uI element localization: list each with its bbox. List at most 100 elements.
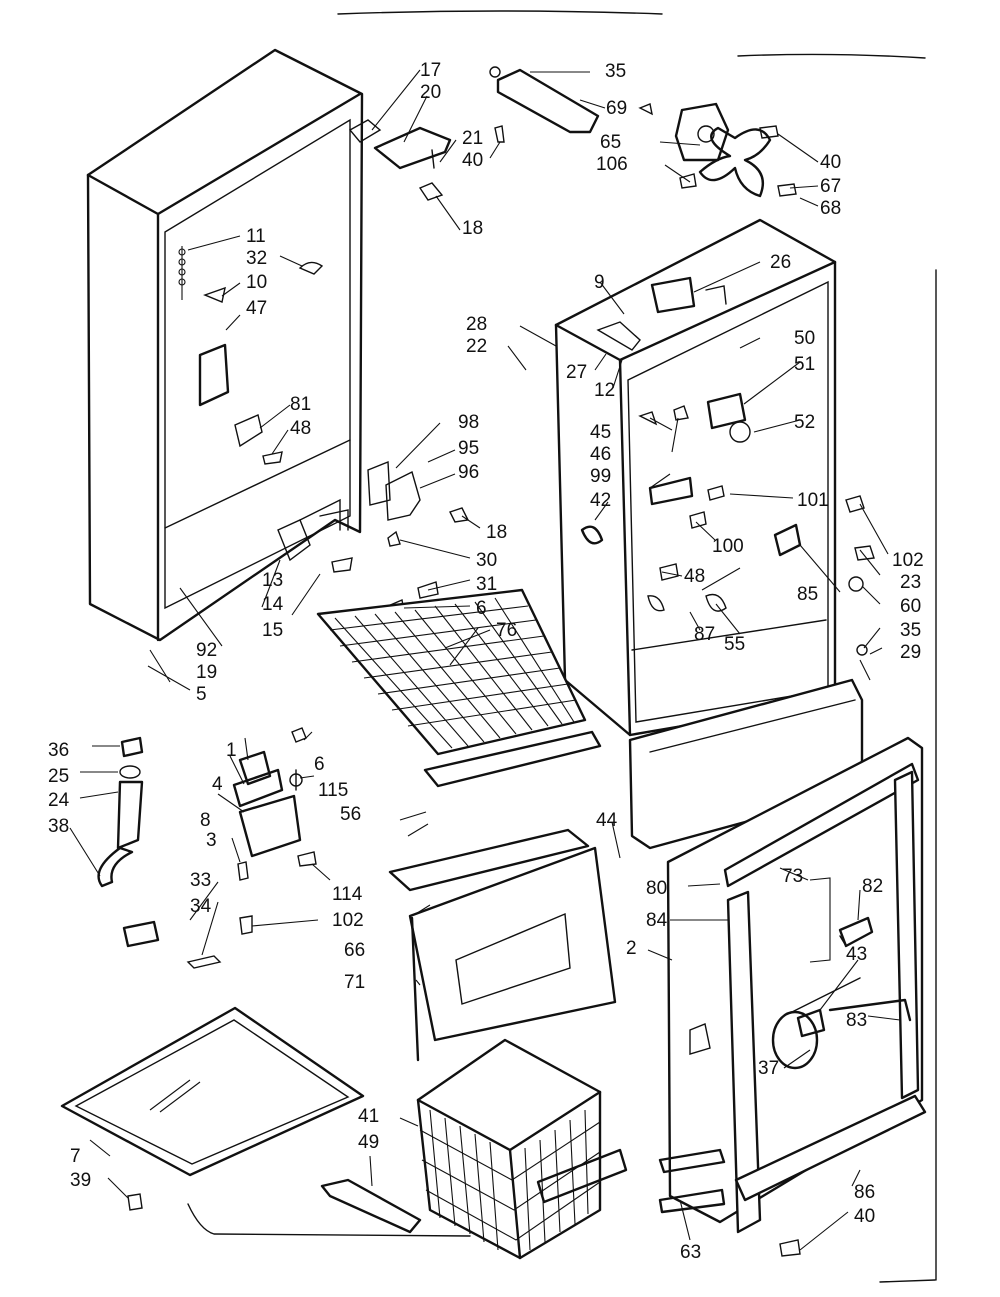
label-63: 63 <box>680 1242 701 1263</box>
label-44: 44 <box>596 810 618 831</box>
label-34: 34 <box>190 896 212 917</box>
label-40b: 40 <box>820 152 841 173</box>
label-115: 115 <box>318 780 348 801</box>
left-cabinet <box>86 48 364 642</box>
label-14: 14 <box>262 594 284 615</box>
label-80: 80 <box>646 878 667 899</box>
label-114: 114 <box>332 884 363 905</box>
label-102b: 102 <box>332 910 364 931</box>
label-37: 37 <box>758 1058 779 1079</box>
label-8: 8 <box>200 810 211 831</box>
label-85: 85 <box>797 584 818 605</box>
label-40a: 40 <box>462 150 483 171</box>
label-73: 73 <box>782 866 803 887</box>
label-50: 50 <box>794 328 815 349</box>
label-87: 87 <box>694 624 715 645</box>
label-17: 17 <box>420 60 441 81</box>
label-101: 101 <box>797 490 829 511</box>
label-26: 26 <box>770 252 791 273</box>
leader-lines <box>69 69 901 1251</box>
label-18a: 18 <box>462 218 483 239</box>
label-36: 36 <box>48 740 69 761</box>
label-65: 65 <box>600 132 621 153</box>
label-12: 12 <box>594 380 615 401</box>
label-43: 43 <box>846 944 867 965</box>
label-99: 99 <box>590 466 611 487</box>
label-35b: 35 <box>900 620 921 641</box>
label-7: 7 <box>70 1146 81 1167</box>
label-18b: 18 <box>486 522 507 543</box>
label-20: 20 <box>420 82 441 103</box>
left-small-parts <box>122 727 317 969</box>
label-66: 66 <box>344 940 365 961</box>
label-68: 68 <box>820 198 841 219</box>
freezer-door <box>658 736 927 1257</box>
label-92: 92 <box>196 640 217 661</box>
label-28: 28 <box>466 314 487 335</box>
label-55: 55 <box>724 634 745 655</box>
label-82: 82 <box>862 876 883 897</box>
label-9: 9 <box>594 272 605 293</box>
label-1: 1 <box>226 740 237 761</box>
label-48a: 48 <box>290 418 311 439</box>
label-52: 52 <box>794 412 815 433</box>
label-21: 21 <box>462 128 483 149</box>
label-33: 33 <box>190 870 211 891</box>
label-30: 30 <box>476 550 497 571</box>
label-15: 15 <box>262 620 283 641</box>
label-102a: 102 <box>892 550 924 571</box>
label-2: 2 <box>626 938 637 959</box>
label-40c: 40 <box>854 1206 875 1227</box>
label-31: 31 <box>476 574 497 595</box>
label-39: 39 <box>70 1170 91 1191</box>
right-small-parts <box>845 495 875 656</box>
label-96: 96 <box>458 462 479 483</box>
label-106: 106 <box>596 154 628 175</box>
label-56: 56 <box>340 804 361 825</box>
label-6a: 6 <box>476 598 487 619</box>
label-10: 10 <box>246 272 267 293</box>
label-22: 22 <box>466 336 487 357</box>
label-100: 100 <box>712 536 744 557</box>
label-5: 5 <box>196 684 207 705</box>
label-51: 51 <box>794 354 815 375</box>
label-42: 42 <box>590 490 611 511</box>
label-25: 25 <box>48 766 69 787</box>
label-86: 86 <box>854 1182 875 1203</box>
label-83: 83 <box>846 1010 867 1031</box>
basket <box>320 1038 628 1260</box>
wire-shelf <box>316 588 602 788</box>
label-84: 84 <box>646 910 668 931</box>
label-47: 47 <box>246 298 267 319</box>
label-4: 4 <box>212 774 223 795</box>
label-41: 41 <box>358 1106 379 1127</box>
label-32: 32 <box>246 248 267 269</box>
label-95: 95 <box>458 438 479 459</box>
label-13: 13 <box>262 570 283 591</box>
label-35a: 35 <box>605 61 626 82</box>
label-49: 49 <box>358 1132 379 1153</box>
label-71: 71 <box>344 972 365 993</box>
label-27: 27 <box>566 362 587 383</box>
top-hinge-parts <box>331 119 505 615</box>
label-23: 23 <box>900 572 921 593</box>
door-panel <box>388 828 617 1062</box>
drain-pan <box>60 1006 365 1211</box>
label-76: 76 <box>496 620 517 641</box>
label-60: 60 <box>900 596 921 617</box>
label-19: 19 <box>196 662 217 683</box>
label-3: 3 <box>206 830 217 851</box>
label-48b: 48 <box>684 566 705 587</box>
label-38: 38 <box>48 816 69 837</box>
label-45: 45 <box>590 422 611 443</box>
label-69: 69 <box>606 98 627 119</box>
label-81: 81 <box>290 394 311 415</box>
label-46: 46 <box>590 444 611 465</box>
scan-edges <box>187 10 937 1283</box>
label-6b: 6 <box>314 754 325 775</box>
label-29: 29 <box>900 642 921 663</box>
label-11: 11 <box>246 226 266 247</box>
drain-parts <box>97 736 144 888</box>
label-67: 67 <box>820 176 841 197</box>
